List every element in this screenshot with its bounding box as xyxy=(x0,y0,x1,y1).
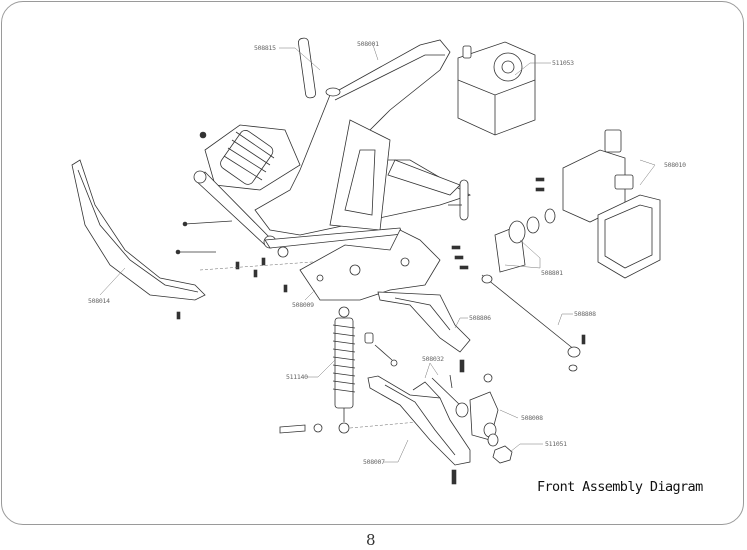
label-511140: 511140 xyxy=(286,373,308,381)
label-508808: 508808 xyxy=(574,310,596,318)
shock-absorber xyxy=(279,306,441,434)
upper-arm xyxy=(377,291,471,373)
label-508801: 508801 xyxy=(541,269,563,277)
label-508009: 508009 xyxy=(292,301,314,309)
servo-mount xyxy=(535,129,661,279)
front-rod xyxy=(193,170,403,258)
label-508001: 508001 xyxy=(357,40,379,48)
leader-lines xyxy=(99,44,656,463)
label-508815: 508815 xyxy=(254,44,276,52)
mounted-shock xyxy=(199,124,301,191)
servo-saver xyxy=(451,208,556,273)
receiver-box xyxy=(457,41,536,136)
label-511053: 511053 xyxy=(552,59,574,67)
label-508032: 508032 xyxy=(422,355,444,363)
label-508806: 508806 xyxy=(469,314,491,322)
hinge-pins xyxy=(364,332,461,406)
label-511051: 511051 xyxy=(545,440,567,448)
chassis-plate xyxy=(254,39,471,236)
page-number: 8 xyxy=(366,531,376,549)
bulkhead xyxy=(299,229,441,301)
page-frame xyxy=(1,1,744,525)
steering-knuckle xyxy=(455,373,513,464)
label-508007: 508007 xyxy=(363,458,385,466)
body-post xyxy=(297,37,469,221)
label-508014: 508014 xyxy=(88,297,110,305)
label-508008: 508008 xyxy=(521,414,543,422)
front-bumper xyxy=(71,159,206,301)
steering-link xyxy=(481,274,586,372)
diagram-title: Front Assembly Diagram xyxy=(537,479,703,495)
lower-arm xyxy=(367,375,471,485)
label-508010: 508010 xyxy=(664,161,686,169)
